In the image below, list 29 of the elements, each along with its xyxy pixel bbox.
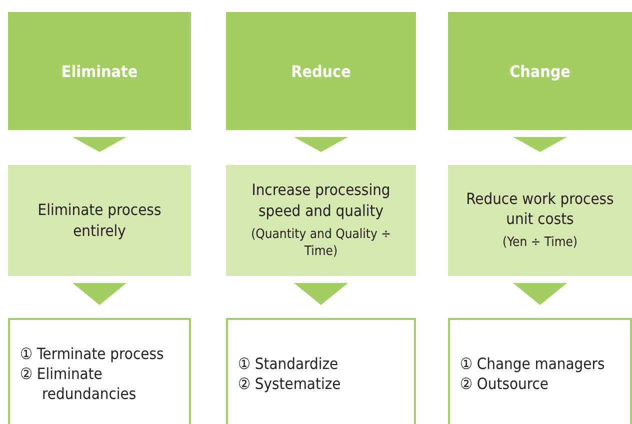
formula-note: (Yen ÷ Time): [502, 235, 578, 252]
description-box: [226, 165, 416, 276]
list-item: ① Standardize: [238, 354, 340, 374]
list-item: ② Eliminate redundancies: [20, 364, 138, 404]
category-box: [448, 12, 632, 130]
category-title: Eliminate: [60, 62, 139, 80]
arrow: [294, 137, 348, 152]
category-title: Reduce: [290, 62, 352, 80]
category-box: [8, 12, 191, 130]
arrow: [513, 283, 567, 305]
action-list-box: [448, 318, 632, 424]
description-text: Eliminate process entirely: [36, 200, 162, 241]
description-box: [448, 165, 632, 276]
description-box: [8, 165, 191, 276]
category-box: [226, 12, 416, 130]
list-item: ② Systematize: [238, 374, 342, 394]
description-text: Increase processing speed and quality: [250, 180, 392, 221]
arrow: [513, 137, 567, 152]
formula-note: (Quantity and Quality ÷ Time): [250, 226, 392, 261]
description-text: Reduce work process unit costs: [465, 188, 615, 230]
list-item: ① Change managers: [460, 354, 606, 374]
category-title: Change: [508, 62, 572, 80]
action-list-box: [8, 318, 191, 424]
action-list-box: [226, 318, 416, 424]
arrow: [72, 283, 126, 305]
list-item: ② Outsource: [460, 374, 550, 394]
arrow: [72, 137, 126, 152]
arrow: [294, 283, 348, 305]
list-item: ① Terminate process: [20, 344, 165, 364]
